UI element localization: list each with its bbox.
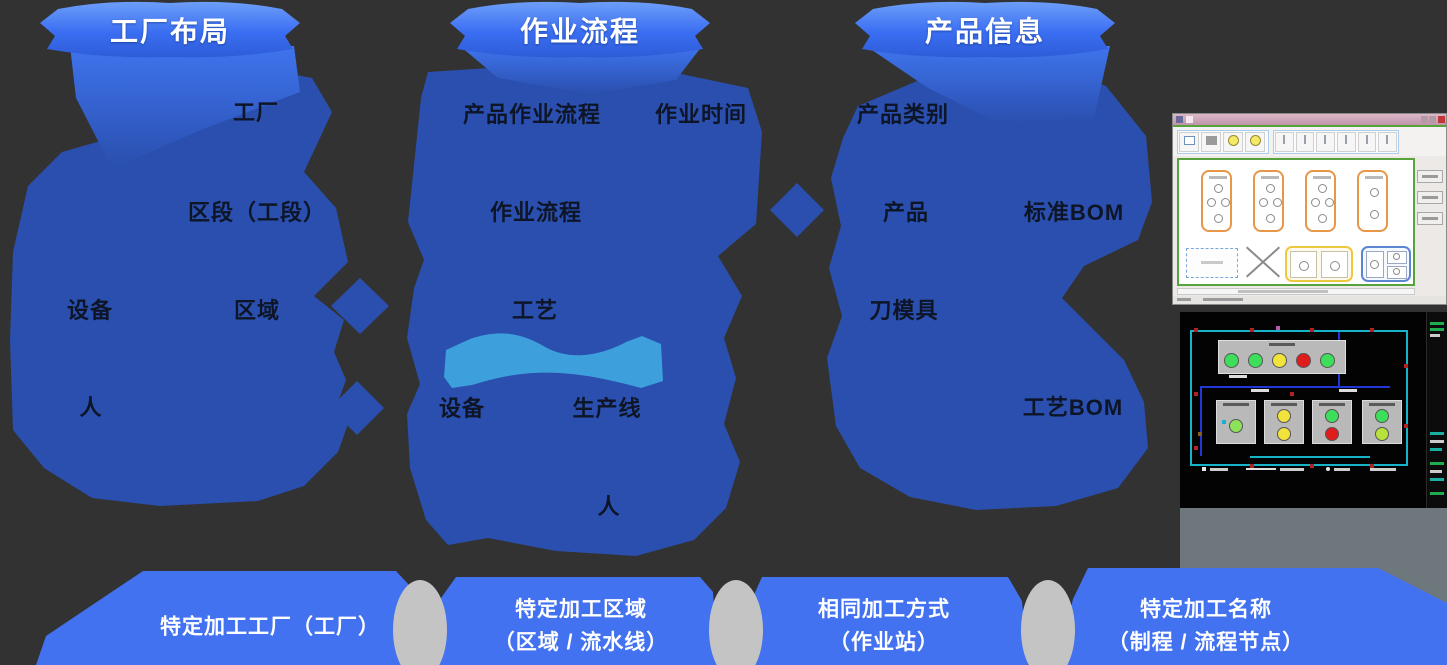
tool-icon <box>1337 132 1356 152</box>
tool-icon <box>1357 132 1377 152</box>
header-product-info: 产品信息 <box>924 16 1046 47</box>
line-card <box>1253 170 1284 232</box>
tool-icon <box>1295 132 1315 152</box>
diamond-connector <box>770 183 824 237</box>
ellipse-tool-icon <box>1245 132 1265 152</box>
outer-wall <box>1190 330 1408 466</box>
floor-plan <box>1190 324 1418 476</box>
plan-legend <box>1202 466 1422 474</box>
header-work-process: 作业流程 <box>519 16 641 47</box>
footer-factory-line1: 特定加工工厂（工厂） <box>160 615 380 639</box>
circle-tool-icon <box>1223 132 1243 152</box>
toolbar-group-shapes <box>1177 130 1269 154</box>
horizontal-scrollbar <box>1177 288 1415 295</box>
interior-wall <box>1200 386 1202 456</box>
mini-window-titlebar <box>1173 114 1446 125</box>
layout-canvas <box>1177 158 1415 286</box>
footer-name-line2: （制程 / 流程节点） <box>1107 631 1305 654</box>
label-craft: 工艺 <box>511 298 559 323</box>
label-factory: 工厂 <box>232 100 280 125</box>
line-card <box>1357 170 1388 232</box>
label-section: 区段（工段） <box>187 200 327 225</box>
label-product-flow: 产品作业流程 <box>462 102 602 127</box>
label-equipment-2: 设备 <box>438 396 486 421</box>
footer-method-line2: （作业站） <box>829 631 939 654</box>
footer-method: 相同加工方式 （作业站） <box>818 593 950 659</box>
rect-tool-icon <box>1179 132 1199 152</box>
footer-factory: 特定加工工厂（工厂） <box>160 611 380 644</box>
blob-factory-layout <box>10 62 348 506</box>
placeholder-cell <box>1186 248 1238 278</box>
label-work-time: 作业时间 <box>654 102 748 127</box>
ribbon-connector <box>393 580 447 665</box>
app-icon <box>1176 116 1183 123</box>
menu-divider <box>1173 125 1446 127</box>
work-cell <box>1312 400 1352 444</box>
label-person-2: 人 <box>597 494 621 519</box>
machine-row <box>1218 340 1346 374</box>
work-cell <box>1216 400 1256 444</box>
diamond-connector <box>330 381 384 435</box>
close-icon <box>1438 116 1445 123</box>
diamond-connector <box>331 278 389 334</box>
ribbon-connector <box>1021 580 1075 665</box>
blob-product-info <box>827 65 1152 510</box>
window-title-text <box>1186 116 1193 123</box>
label-area: 区域 <box>233 298 281 323</box>
blue-group <box>1361 246 1411 282</box>
tool-icon <box>1275 132 1294 152</box>
minimize-icon <box>1421 116 1428 123</box>
maximize-icon <box>1429 116 1436 123</box>
label-standard-bom: 标准BOM <box>1023 200 1125 225</box>
mini-screenshot-layout-editor <box>1172 113 1447 305</box>
label-person: 人 <box>79 395 103 420</box>
footer-area-line2: （区域 / 流水线） <box>493 631 669 654</box>
line-card <box>1201 170 1232 232</box>
label-die-mold: 刀模具 <box>869 298 939 323</box>
status-bar <box>1173 296 1446 304</box>
line-card <box>1305 170 1336 232</box>
label-line: 生产线 <box>572 396 642 421</box>
blob-work-process <box>407 64 762 556</box>
yellow-group <box>1285 246 1353 282</box>
label-category: 产品类别 <box>856 102 950 127</box>
label-flow: 作业流程 <box>489 200 583 225</box>
interior-wall <box>1250 456 1370 458</box>
footer-method-line1: 相同加工方式 <box>818 598 950 621</box>
work-cell <box>1362 400 1402 444</box>
label-process-bom: 工艺BOM <box>1022 395 1124 420</box>
ribbon-connector <box>709 580 763 665</box>
filled-rect-tool-icon <box>1201 132 1221 152</box>
crossed-region <box>1243 244 1281 282</box>
footer-name-line1: 特定加工名称 <box>1139 598 1272 621</box>
tool-icon <box>1378 132 1398 152</box>
interior-wall <box>1200 386 1390 388</box>
color-marks <box>1190 324 1194 328</box>
mini-toolbar <box>1173 127 1446 156</box>
tool-icon <box>1316 132 1336 152</box>
header-factory-layout: 工厂布局 <box>109 16 231 47</box>
label-product: 产品 <box>882 200 930 225</box>
header-tail <box>460 46 702 94</box>
wave-shape <box>444 333 663 388</box>
footer-name: 特定加工名称 （制程 / 流程节点） <box>1108 593 1305 659</box>
work-cell <box>1264 400 1304 444</box>
footer-area-line1: 特定加工区域 <box>514 598 647 621</box>
toolbar-group-actions <box>1273 130 1399 154</box>
footer-area: 特定加工区域 （区域 / 流水线） <box>494 593 669 659</box>
label-equipment: 设备 <box>66 298 114 323</box>
cad-properties-sidebar <box>1426 312 1447 508</box>
side-buttons <box>1417 170 1444 233</box>
mini-screenshot-cad-floorplan <box>1180 312 1447 508</box>
